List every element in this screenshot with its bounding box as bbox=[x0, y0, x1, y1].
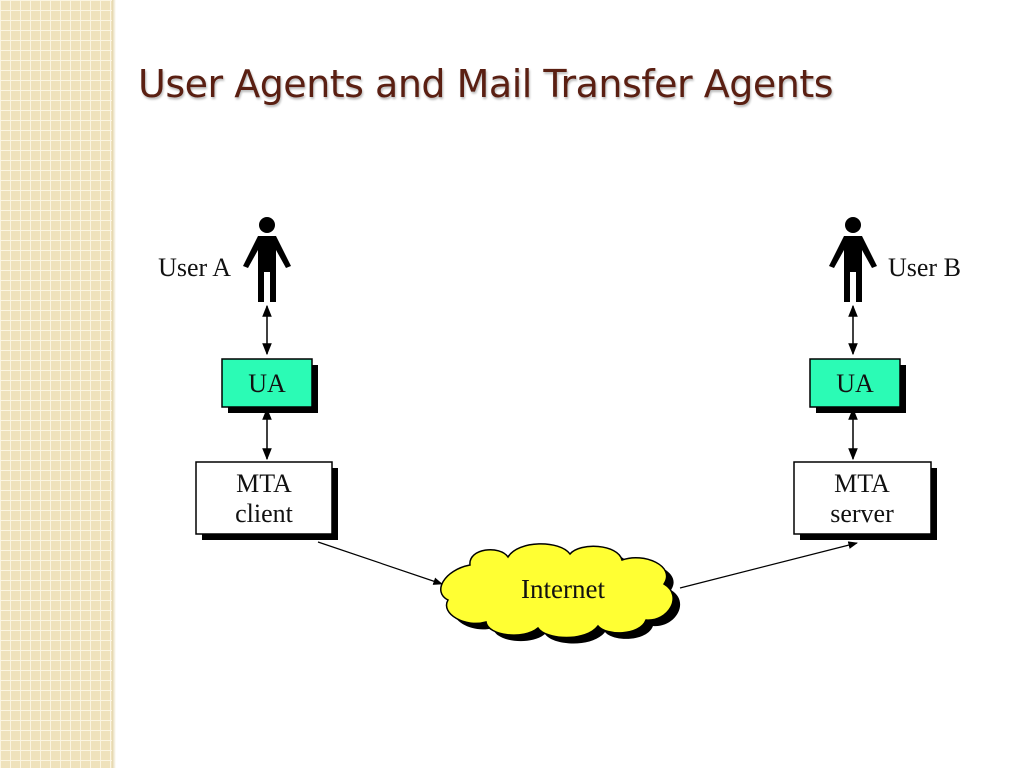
decorative-side-strip bbox=[0, 0, 112, 768]
user-b-person-icon bbox=[829, 217, 877, 302]
internet-cloud-icon: Internet bbox=[440, 543, 681, 644]
side-strip-edge bbox=[112, 0, 116, 768]
mta-client-line2: client bbox=[235, 499, 294, 528]
user-b-label: User B bbox=[888, 253, 961, 282]
slide-title: User Agents and Mail Transfer Agents bbox=[138, 62, 834, 106]
ua-right-label: UA bbox=[836, 369, 874, 398]
user-a-person-icon bbox=[243, 217, 291, 302]
mta-client-box: MTA client bbox=[195, 461, 338, 540]
ua-left-label: UA bbox=[248, 369, 286, 398]
mta-server-box: MTA server bbox=[793, 461, 937, 540]
internet-to-mta-server-arrow bbox=[679, 541, 858, 589]
user-a-label: User A bbox=[158, 253, 231, 282]
mta-client-to-internet-arrow bbox=[317, 541, 443, 585]
mta-server-line2: server bbox=[830, 499, 894, 528]
mta-server-line1: MTA bbox=[834, 469, 890, 498]
internet-label: Internet bbox=[521, 574, 605, 604]
ua-left-box: UA bbox=[221, 358, 318, 413]
mta-client-line1: MTA bbox=[236, 469, 292, 498]
ua-right-box: UA bbox=[809, 358, 906, 413]
